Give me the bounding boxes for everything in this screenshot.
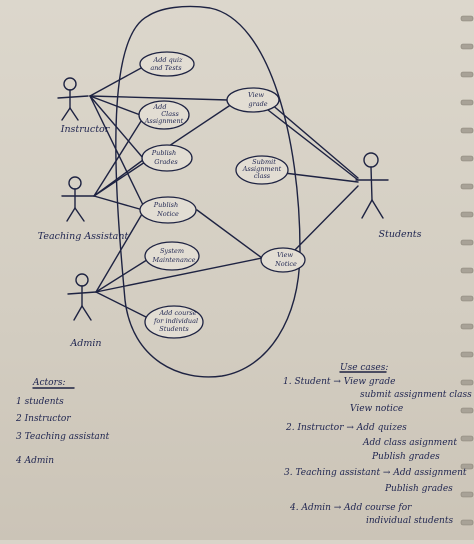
use-case-label: Add course <box>158 309 196 317</box>
use-cases-note-line: Publish grades <box>384 484 453 494</box>
actor-students: Students <box>355 152 422 240</box>
use-case-label: Class <box>161 110 179 118</box>
use-cases-note-line: 3. Teaching assistant → Add assignment <box>284 468 467 478</box>
use-cases-note-line: 4. Admin → Add course for <box>289 503 412 513</box>
use-case-label: Grades <box>154 158 178 166</box>
use-case-label: View <box>248 91 265 99</box>
use-cases-note: Use cases: 1. Student → View grade submi… <box>283 363 472 526</box>
use-case-label: Assignment <box>144 117 184 125</box>
use-case-publish-notice: Publish Notice <box>139 196 197 224</box>
use-case-label: Students <box>159 325 189 333</box>
actors-note-item: 1 students <box>16 397 64 407</box>
binding-holes <box>460 15 474 526</box>
actor-admin: Admin <box>67 273 102 349</box>
use-case-label: Add <box>152 103 166 111</box>
use-case-add-quiz: Add quiz and Tests <box>139 51 195 77</box>
actors-note-item: 3 Teaching assistant <box>16 432 110 442</box>
use-cases-note-line: 2. Instructor → Add quizes <box>285 423 407 433</box>
use-case-label: grade <box>248 100 267 108</box>
use-cases-note-line: View notice <box>350 404 403 414</box>
use-case-label: for individual <box>153 317 198 325</box>
system-boundary <box>115 5 301 378</box>
association-lines <box>89 66 359 319</box>
actor-teaching-assistant: Teaching Assistant <box>38 176 129 242</box>
use-cases-note-line: submit assignment class <box>360 390 472 400</box>
use-case-label: and Tests <box>150 64 182 72</box>
use-case-label: Submit <box>252 158 276 166</box>
use-case-label: Publish <box>153 201 178 209</box>
use-case-label: View <box>277 251 294 259</box>
actors-note-item: 2 Instructor <box>15 414 71 424</box>
use-case-submit-assignment: Submit Assignment class <box>235 155 289 185</box>
use-case-label: Publish <box>151 149 176 157</box>
actors-note: Actors: 1 students 2 Instructor 3 Teachi… <box>15 378 110 466</box>
use-case-system-maintenance: System Maintenance <box>144 241 200 271</box>
actor-label: Admin <box>69 338 101 349</box>
use-case-label: Assignment <box>242 165 282 173</box>
use-case-view-grade: View grade <box>226 87 280 113</box>
use-case-label: Notice <box>274 260 297 268</box>
use-cases-note-line: 1. Student → View grade <box>283 377 395 387</box>
use-cases-note-line: Add class asignment <box>362 438 457 448</box>
use-case-label: System <box>160 247 184 255</box>
use-case-label: class <box>254 172 271 180</box>
use-case-add-course: Add course for individual Students <box>144 305 204 339</box>
use-cases-note-line: Publish grades <box>371 452 440 462</box>
actor-label: Students <box>379 229 422 240</box>
use-case-add-class-assignment: Add Class Assignment <box>138 100 190 130</box>
use-case-label: Notice <box>156 210 179 218</box>
actor-label: Instructor <box>60 124 111 135</box>
actor-instructor: Instructor <box>57 77 111 135</box>
actor-label: Teaching Assistant <box>38 231 129 242</box>
actors-note-heading: Actors: <box>32 378 66 388</box>
use-cases-note-line: individual students <box>366 516 453 526</box>
use-case-publish-grades: Publish Grades <box>141 144 193 172</box>
use-cases-note-heading: Use cases: <box>340 363 388 373</box>
use-case-label: Add quiz <box>153 56 184 64</box>
use-case-view-notice: View Notice <box>260 247 306 273</box>
actors-note-item: 4 Admin <box>15 456 54 466</box>
use-case-label: Maintenance <box>152 256 196 264</box>
